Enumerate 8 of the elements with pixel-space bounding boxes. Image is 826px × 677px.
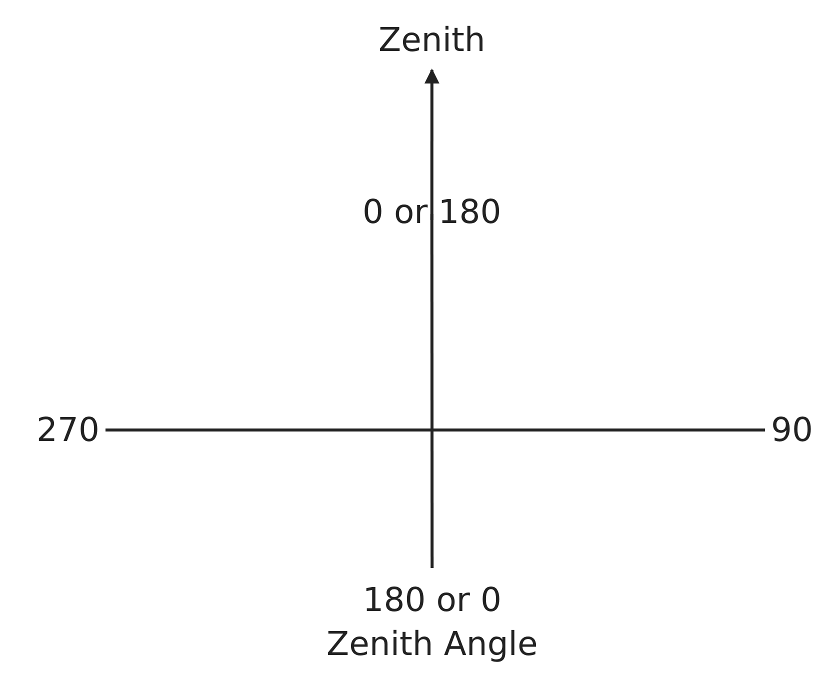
- axis-line: [430, 214, 434, 568]
- axis-line: [106, 428, 765, 432]
- axis-label: Zenith: [378, 19, 486, 61]
- axis-label: Zenith Angle: [326, 623, 538, 665]
- axis-label: 0 or 180: [362, 191, 502, 233]
- axis-label: 90: [771, 409, 813, 451]
- axis-label: 180 or 0: [362, 579, 502, 621]
- axis-label: 270: [36, 409, 100, 451]
